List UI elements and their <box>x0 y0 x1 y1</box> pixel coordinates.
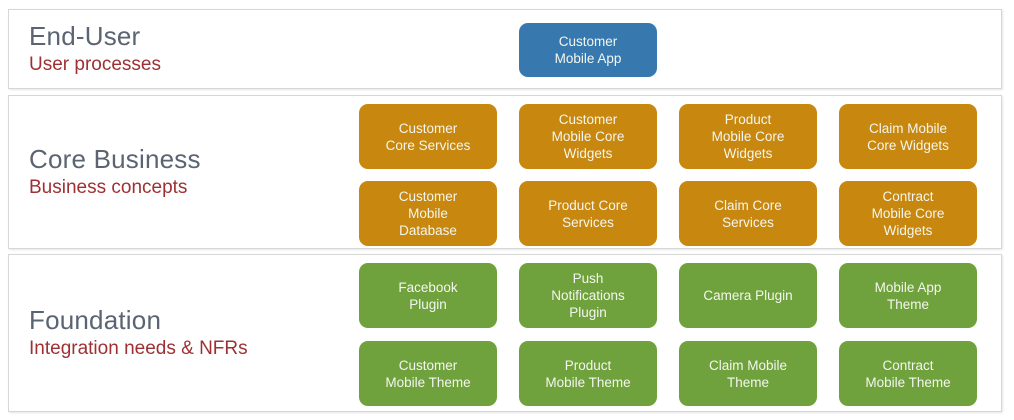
layer-title: Core Business <box>29 143 201 174</box>
component-box-label-line: Mobile App <box>554 51 622 66</box>
layer-title: Foundation <box>29 304 162 335</box>
component-box-label-line: Mobile Theme <box>865 374 951 390</box>
component-box-label-line: Push <box>572 271 604 286</box>
component-box-label-line: Widgets <box>723 146 773 161</box>
layer-heading: Foundation Integration needs & NFRs <box>29 255 248 411</box>
component-box-label-line: Mobile Theme <box>545 374 631 390</box>
component-box-label-line: Mobile Core <box>871 206 945 221</box>
layer-subtitle: User processes <box>29 53 161 75</box>
layer-heading: End-User User processes <box>29 10 161 88</box>
component-box-label-line: Mobile App <box>874 279 942 295</box>
component-box-label-line: Database <box>399 223 457 238</box>
component-box-label-line: Core Services <box>385 137 471 153</box>
layer-heading: Core Business Business concepts <box>29 96 201 248</box>
component-box-label-line: Plugin <box>569 305 607 320</box>
component-box-label-line: Theme <box>726 374 770 390</box>
component-box-label-line: Mobile Core <box>711 129 785 144</box>
component-box-label-line: Widgets <box>883 223 933 238</box>
component-box-label-line: Widgets <box>563 146 613 161</box>
component-box-label-line: Mobile Theme <box>385 374 471 390</box>
component-box-label-line: Services <box>722 214 774 230</box>
component-box-label-line: Claim Core <box>714 197 782 213</box>
component-box-label-line: Mobile <box>408 206 448 221</box>
component-box-label-line: Plugin <box>409 296 447 312</box>
component-box-label-line: Contract <box>882 189 934 204</box>
component-box-label-line: Theme <box>886 296 930 312</box>
component-box-label-line: Customer <box>398 189 458 204</box>
component-box-label-line: Claim Mobile <box>708 357 788 373</box>
layer-foundation: Foundation Integration needs & NFRs Face… <box>8 254 1002 412</box>
component-box-label-line: Customer <box>558 112 618 127</box>
component-box-label-line: Contract <box>882 357 934 373</box>
component-box-label-line: Claim Mobile <box>868 120 948 136</box>
component-box-label-line: Camera Plugin <box>703 288 793 303</box>
component-box-label-line: Services <box>562 214 614 230</box>
layer-subtitle: Business concepts <box>29 176 188 198</box>
component-box-label-line: Customer <box>398 120 458 136</box>
component-box-label-line: Product <box>564 357 612 373</box>
component-box-label-line: Notifications <box>551 288 625 303</box>
layer-title: End-User <box>29 20 141 51</box>
component-box-label-line: Customer <box>558 34 618 49</box>
component-box: Camera Plugin <box>679 263 817 328</box>
component-box-label-line: Product <box>724 112 772 127</box>
component-box-label-line: Facebook <box>398 279 458 295</box>
component-box-label-line: Core Widgets <box>867 137 949 153</box>
layer-core-business: Core Business Business concepts Customer… <box>8 95 1002 249</box>
component-box-label-line: Product Core <box>548 197 628 213</box>
layer-subtitle: Integration needs & NFRs <box>29 337 248 359</box>
component-box-label-line: Customer <box>398 357 458 373</box>
component-box-label-line: Mobile Core <box>551 129 625 144</box>
